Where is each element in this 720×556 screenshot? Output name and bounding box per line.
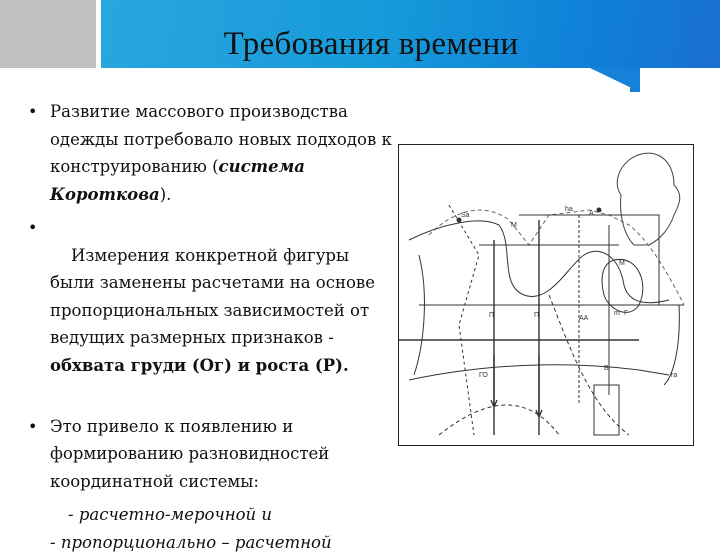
figure-label: A xyxy=(589,210,594,217)
bullet-dot-icon: • xyxy=(28,413,37,441)
garment-pattern-illustration: Sa M ha A M П П АА Г m В ГО ra xyxy=(399,145,693,445)
bullet-item: • Развитие массового производства одежды… xyxy=(28,98,398,208)
sub-item: - пропорционально – расчетной xyxy=(28,529,398,556)
figure-label: П xyxy=(489,312,494,319)
figure-label: M xyxy=(619,260,625,267)
figure-label: Г xyxy=(624,310,628,317)
bullet-item: • Это привело к появлению и формированию… xyxy=(28,413,398,496)
bullet-dot-icon: • xyxy=(28,214,37,242)
figure-label: АА xyxy=(579,315,589,322)
bullet-item: • Измерения конкретной фигуры были замен… xyxy=(28,214,398,407)
bullet-dot-icon: • xyxy=(28,98,37,126)
figure-label: M xyxy=(511,222,517,229)
figure-label: Sa xyxy=(461,212,470,219)
figure-label: ra xyxy=(671,372,677,379)
figure-label: m xyxy=(614,310,620,317)
figure-label: П xyxy=(534,312,539,319)
figure-label: В xyxy=(604,365,609,372)
slide-body: • Развитие массового производства одежды… xyxy=(28,98,398,556)
gray-header-block xyxy=(0,0,96,68)
figure-label: ha xyxy=(565,206,573,213)
sub-item: - расчетно-мерочной и xyxy=(28,501,398,529)
pattern-drawing: Sa M ha A M П П АА Г m В ГО ra xyxy=(398,144,694,446)
figure-label: ГО xyxy=(479,372,488,379)
banner-tail-edge xyxy=(630,68,640,92)
slide-title: Требования времени xyxy=(101,26,641,63)
